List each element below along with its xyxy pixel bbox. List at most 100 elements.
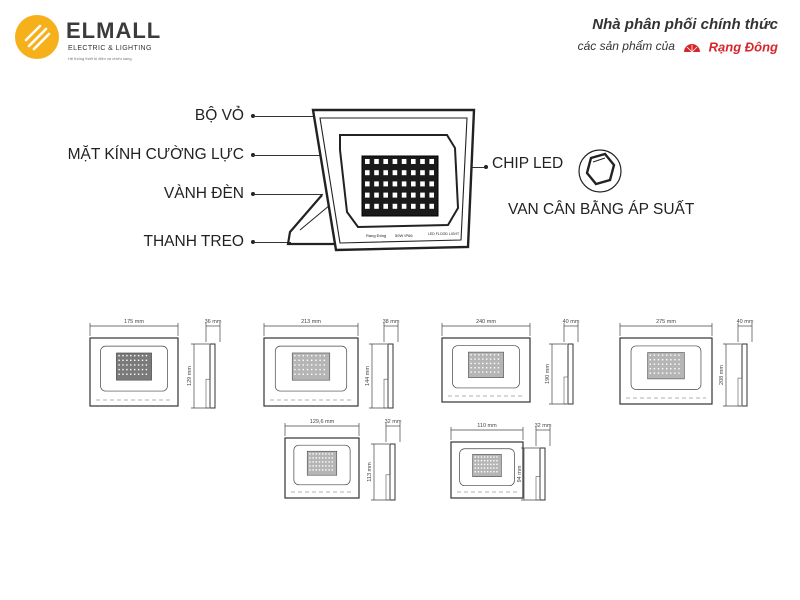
led-chip <box>429 192 434 198</box>
led-dot <box>482 354 484 356</box>
width-value: 240 mm <box>476 319 496 325</box>
pointer-line-rim <box>253 194 323 195</box>
led-dot <box>328 453 330 455</box>
height-value: 190 mm <box>545 364 551 384</box>
side-view-bracket <box>563 376 569 405</box>
led-dot <box>137 364 140 366</box>
led-dot <box>657 367 660 370</box>
led-dot <box>315 461 317 463</box>
depth-value: 32 mm <box>535 423 552 429</box>
led-dot <box>493 358 496 360</box>
led-dot <box>309 453 311 455</box>
front-view-led-panel <box>647 352 685 380</box>
led-chip <box>392 192 398 198</box>
led-dot <box>496 456 498 458</box>
led-dot <box>315 359 317 361</box>
led-dot <box>661 372 664 374</box>
callout-lamp-rim: VÀNH ĐÈN <box>163 185 244 202</box>
led-dot <box>653 372 656 374</box>
front-view-frame <box>619 337 713 405</box>
led-dot <box>489 362 492 365</box>
led-dot <box>325 453 327 455</box>
led-dot <box>122 359 124 361</box>
front-view-frame <box>89 337 179 407</box>
led-dot <box>306 364 309 366</box>
led-dot <box>126 368 128 371</box>
led-dot <box>309 461 311 463</box>
led-dot <box>318 453 321 455</box>
led-chip <box>429 203 434 209</box>
led-chip <box>420 192 425 198</box>
led-dot <box>666 372 668 374</box>
led-dot <box>482 362 484 365</box>
distributor-title: Nhà phân phối chính thức <box>592 16 778 33</box>
led-dot <box>474 460 476 462</box>
led-dot <box>302 368 304 371</box>
led-dot <box>134 364 136 366</box>
width-value: 275 mm <box>656 319 676 325</box>
product-power-label: 50W IP66 <box>395 233 413 238</box>
led-dot <box>323 354 325 357</box>
led-dot <box>497 371 500 373</box>
led-dot <box>474 471 476 473</box>
led-dot <box>474 358 476 360</box>
led-dot <box>331 453 333 455</box>
front-view-window <box>100 345 168 392</box>
led-dot <box>331 461 333 463</box>
led-dot <box>497 362 500 365</box>
led-dot <box>315 368 317 371</box>
led-dot <box>478 358 480 360</box>
led-dot <box>294 354 296 357</box>
distributor-banner: Nhà phân phối chính thức các sản phẩm củ… <box>518 16 778 54</box>
front-view-led-panel <box>116 352 152 381</box>
led-chip <box>401 203 407 209</box>
led-dot <box>478 362 480 365</box>
led-dot <box>490 456 492 458</box>
side-view-bracket <box>385 474 391 501</box>
led-chip <box>374 192 379 198</box>
led-chip <box>401 159 407 164</box>
led-dot <box>328 461 330 463</box>
led-dot <box>130 359 132 361</box>
front-view-frame <box>284 437 360 499</box>
led-dot <box>487 463 489 466</box>
led-dot <box>318 465 321 467</box>
led-dot <box>118 364 120 366</box>
led-dot <box>141 354 144 357</box>
led-dot <box>298 359 300 361</box>
led-dot <box>674 372 676 374</box>
led-dot <box>137 354 140 357</box>
led-dot <box>470 371 472 373</box>
front-view-frame <box>441 337 531 403</box>
front-view-window <box>459 448 515 487</box>
led-dot <box>126 364 128 366</box>
led-dot <box>666 367 668 370</box>
led-dot <box>480 456 483 458</box>
led-dot <box>315 354 317 357</box>
led-dot <box>661 367 664 370</box>
led-dot <box>477 463 480 466</box>
led-dot <box>126 373 128 375</box>
led-dot <box>312 465 314 467</box>
led-dot <box>141 373 144 375</box>
led-dot <box>474 467 476 469</box>
led-dot <box>302 359 304 361</box>
led-dot <box>477 471 480 473</box>
led-dot <box>312 469 314 471</box>
callout-pressure-valve: VAN CÂN BẰNG ÁP SUẤT <box>508 201 695 218</box>
led-dot <box>486 358 488 360</box>
led-dot <box>489 358 492 360</box>
brand-name: Rạng Đông <box>708 39 778 55</box>
led-chip <box>429 170 434 176</box>
led-chip <box>392 159 398 164</box>
led-dot <box>480 460 483 462</box>
pointer-line-housing <box>253 116 315 117</box>
width-value: 175 mm <box>124 319 144 325</box>
led-dot <box>122 354 124 357</box>
front-view-frame <box>263 337 359 407</box>
led-dot <box>477 460 480 462</box>
led-dot <box>477 467 480 469</box>
